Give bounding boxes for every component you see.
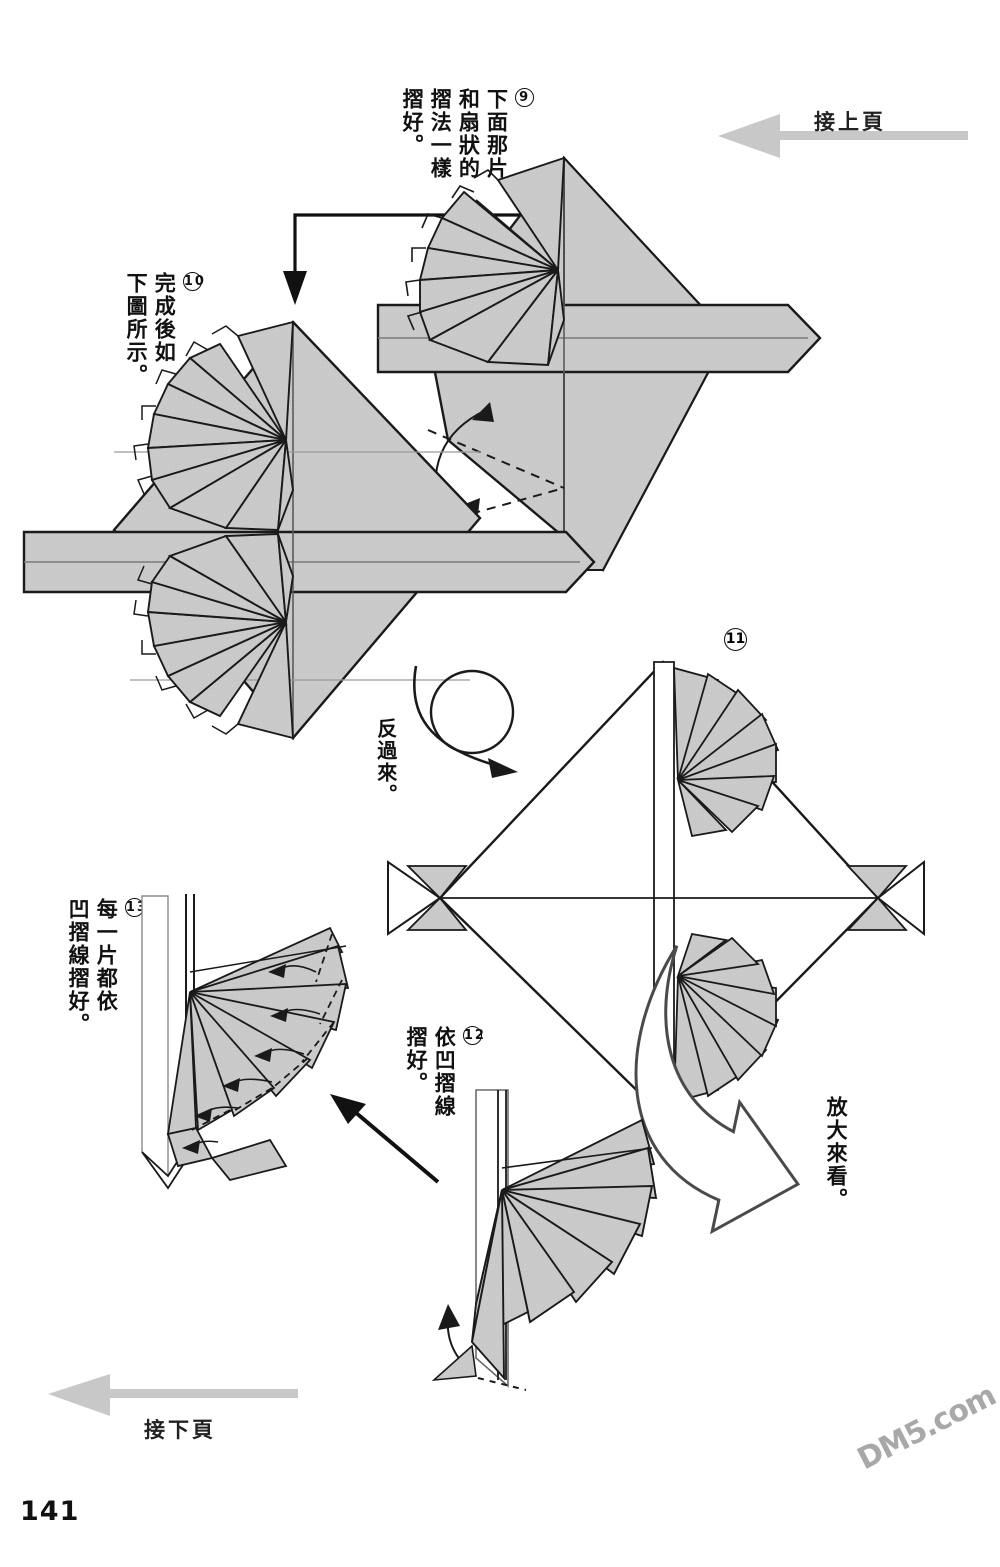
step-13-col-2: 凹摺線摺好。 xyxy=(66,898,91,1036)
step-10-number: 10 xyxy=(182,272,206,291)
continued-next-page-banner: 接下頁 xyxy=(48,1372,298,1462)
page-number: 141 xyxy=(20,1496,80,1527)
step-10-col-1-text: 完成後如 xyxy=(152,272,177,364)
step-12-col-1-text: 依凹摺線 xyxy=(432,1026,457,1118)
step-11-number: 11 xyxy=(724,628,747,651)
diagram-step-11 xyxy=(387,660,925,1118)
step-13-number: 13 xyxy=(124,898,148,917)
step-12-caption: 12 依凹摺線 摺好。 xyxy=(402,1026,486,1156)
diagram-step-13 xyxy=(141,894,350,1190)
step-9-caption: 9 下面那片 和扇狀的 摺法一樣 摺好。 xyxy=(398,88,539,258)
turn-over-label: 反過來。 xyxy=(372,718,399,806)
diagram-step-9 xyxy=(376,155,822,572)
connector-arrow-step12-to-step13 xyxy=(330,1094,440,1184)
step-12-col-1: 12 依凹摺線 xyxy=(430,1026,486,1156)
step-9-col-4: 摺好。 xyxy=(400,88,425,157)
step-12-col-2: 摺好。 xyxy=(404,1026,429,1095)
step-9-col-3: 摺法一樣 xyxy=(428,88,453,180)
step-10-col-1: 10 完成後如 xyxy=(150,272,206,422)
continued-from-previous-label: 接上頁 xyxy=(814,110,886,134)
step-9-number: 9 xyxy=(515,88,535,107)
step-13-caption: 13 每一片都依 凹摺線摺好。 xyxy=(64,898,148,1058)
banner-arrow-top-icon xyxy=(718,114,968,158)
step-12-number: 12 xyxy=(462,1026,486,1045)
turn-over-arrow-icon xyxy=(412,665,518,778)
continued-next-page-label: 接下頁 xyxy=(144,1418,216,1442)
step-9-col-1: 9 下面那片 xyxy=(482,88,538,258)
step-13-col-1-text: 每一片都依 xyxy=(94,898,119,1013)
step-10-col-2: 下圖所示。 xyxy=(124,272,149,387)
step-9-col-2: 和扇狀的 xyxy=(456,88,481,180)
step-11-number-badge: 11 xyxy=(724,628,747,654)
step-10-caption: 10 完成後如 下圖所示。 xyxy=(122,272,206,422)
magnify-label: 放大來看。 xyxy=(822,1096,850,1211)
diagram-step-10 xyxy=(22,320,596,740)
diagram-step-12 xyxy=(431,1089,658,1391)
continued-from-previous-banner: 接上頁 xyxy=(718,108,968,162)
step-13-col-1: 13 每一片都依 xyxy=(92,898,148,1058)
step-9-col-1-text: 下面那片 xyxy=(484,88,509,180)
banner-arrow-bottom-icon xyxy=(48,1374,298,1416)
turn-over-text: 反過來。 xyxy=(373,718,398,806)
magnify-text: 放大來看。 xyxy=(824,1096,849,1211)
site-watermark: DM5.com xyxy=(852,1378,1000,1478)
magnify-arrow-icon xyxy=(634,944,801,1235)
